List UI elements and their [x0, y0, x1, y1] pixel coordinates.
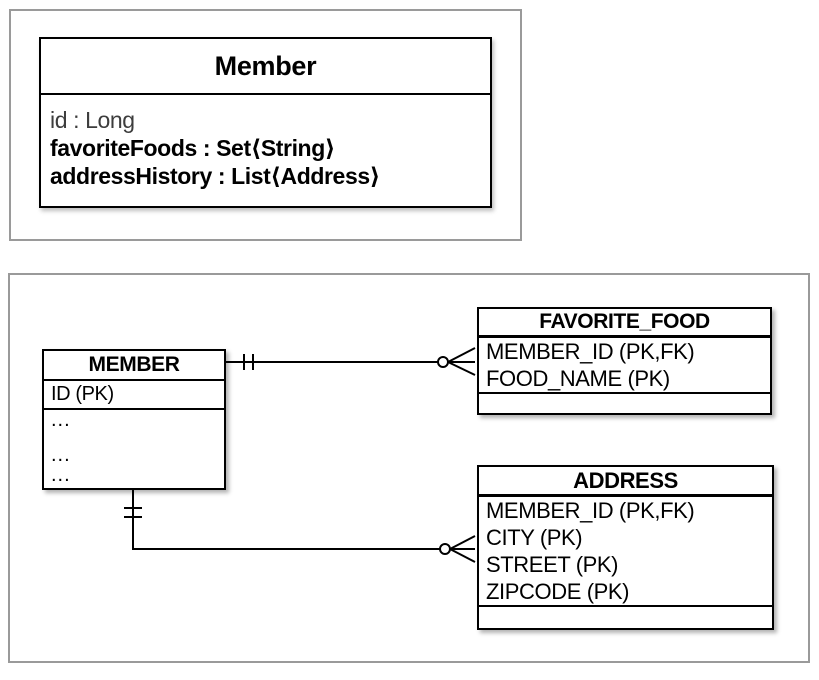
favorite-food-table-title: FAVORITE_FOOD — [479, 309, 770, 338]
relationship-connectors — [124, 347, 476, 563]
favorite-food-row-food-name: FOOD_NAME (PK) — [486, 366, 670, 391]
address-table-title: ADDRESS — [479, 467, 772, 497]
address-row-city: CITY (PK) — [486, 525, 583, 550]
one-cardinality-icon — [243, 354, 254, 370]
address-er-table: ADDRESS MEMBER_ID (PK,FK) CITY (PK) STRE… — [477, 465, 774, 630]
member-table-more-columns: ... ... ... — [44, 410, 224, 488]
one-cardinality-icon — [124, 507, 142, 518]
member-favorite-food-connector — [224, 347, 476, 376]
member-table-title: MEMBER — [44, 351, 224, 381]
class-field-id: id : Long — [50, 107, 135, 133]
member-table-row-id: ID (PK) — [44, 381, 224, 410]
favorite-food-row-member-id: MEMBER_ID (PK,FK) — [486, 339, 695, 364]
empty-row — [479, 605, 772, 628]
address-row-zipcode: ZIPCODE (PK) — [486, 579, 630, 604]
address-row-street: STREET (PK) — [486, 552, 619, 577]
ellipsis-row: ... — [51, 464, 71, 486]
address-row-member-id: MEMBER_ID (PK,FK) — [486, 498, 695, 523]
class-diagram-panel: Member id : Long favoriteFoods : Set⟨Str… — [9, 9, 522, 241]
class-field-favorite-foods: favoriteFoods : Set⟨String⟩ — [50, 135, 335, 161]
member-class-fields: id : Long favoriteFoods : Set⟨String⟩ ad… — [41, 95, 490, 190]
class-field-address-history: addressHistory : List⟨Address⟩ — [50, 163, 380, 189]
zero-or-many-crowfoot-icon — [439, 535, 476, 563]
empty-row — [479, 392, 770, 413]
member-class-box: Member id : Long favoriteFoods : Set⟨Str… — [39, 37, 492, 208]
favorite-food-er-table: FAVORITE_FOOD MEMBER_ID (PK,FK) FOOD_NAM… — [477, 307, 772, 415]
member-address-connector — [124, 488, 476, 563]
er-diagram-panel: MEMBER ID (PK) ... ... ... FAVORITE_FOOD… — [8, 273, 810, 663]
zero-or-many-crowfoot-icon — [437, 347, 476, 376]
member-class-title: Member — [41, 39, 490, 95]
connector-line — [132, 488, 440, 550]
ellipsis-row: ... — [51, 409, 71, 431]
ellipsis-row: ... — [51, 444, 71, 466]
member-er-table: MEMBER ID (PK) ... ... ... — [42, 349, 226, 490]
